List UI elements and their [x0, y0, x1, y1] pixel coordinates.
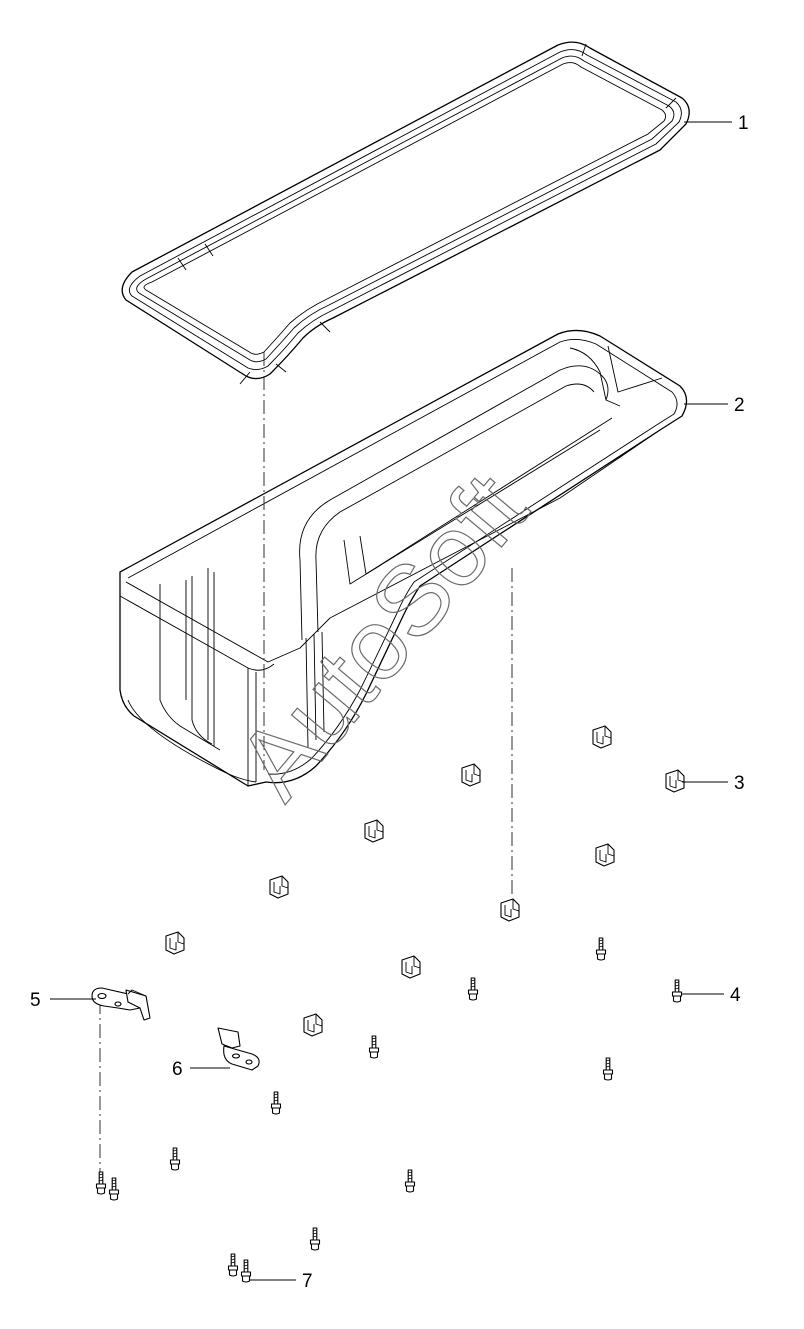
clip [364, 819, 384, 843]
bolt [404, 1169, 416, 1193]
clip [592, 725, 612, 749]
bolt [240, 1259, 252, 1283]
bolt [595, 937, 607, 961]
leader-lines [50, 121, 732, 1281]
mounting-clips [165, 725, 685, 1037]
oil-pan-gasket [121, 41, 690, 385]
oil-pan [119, 329, 688, 787]
clip [303, 1013, 323, 1037]
bolt [169, 1147, 181, 1171]
callout-6: 6 [172, 1059, 183, 1080]
bolt [368, 1035, 380, 1059]
bolt [671, 979, 683, 1003]
clip [401, 955, 421, 979]
callout-labels: 1 2 3 4 5 6 7 [30, 113, 749, 1292]
bracket-5 [91, 987, 151, 1021]
callout-1: 1 [738, 113, 749, 134]
bolt [270, 1091, 282, 1115]
clip [461, 763, 481, 787]
callout-7: 7 [302, 1271, 313, 1292]
callout-5: 5 [30, 990, 41, 1011]
bracket-6 [217, 1027, 260, 1071]
watermark: AutoSoft [216, 453, 549, 819]
bolt [108, 1177, 120, 1201]
clip [269, 875, 289, 899]
bolt [309, 1227, 321, 1251]
bolt [227, 1253, 239, 1277]
callout-2: 2 [734, 395, 745, 416]
clip [665, 769, 685, 793]
bolt [467, 977, 479, 1001]
bolt [602, 1057, 614, 1081]
clip [500, 898, 520, 922]
assembly-center-lines [99, 352, 513, 1178]
bolt [95, 1171, 107, 1195]
clip [165, 931, 185, 955]
clip [595, 843, 615, 867]
callout-4: 4 [730, 985, 741, 1006]
callout-3: 3 [734, 773, 745, 794]
bolts [95, 937, 683, 1283]
